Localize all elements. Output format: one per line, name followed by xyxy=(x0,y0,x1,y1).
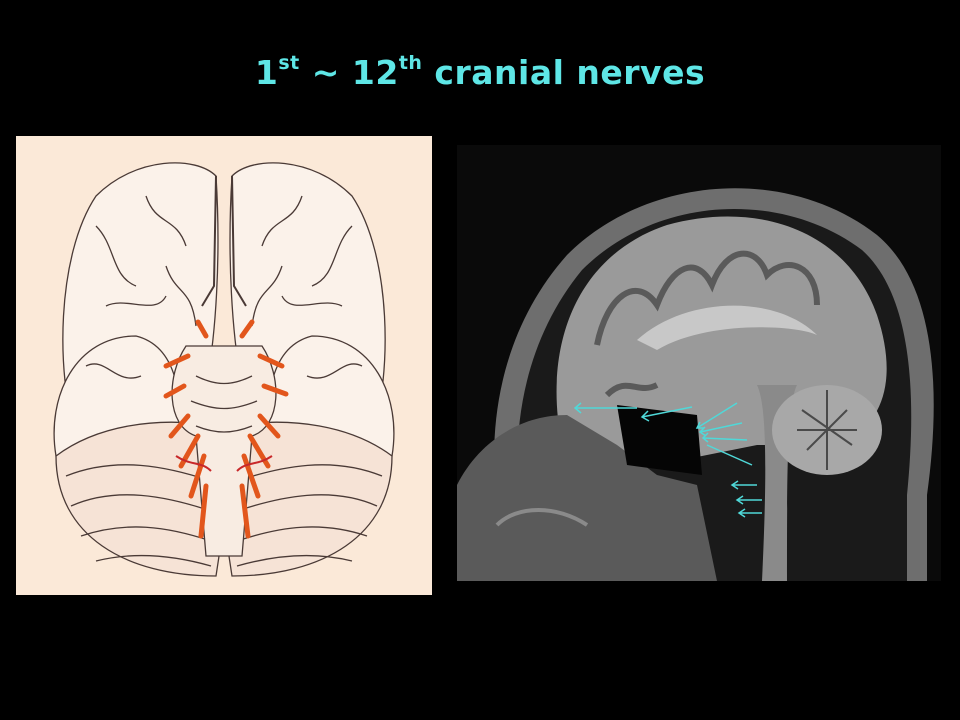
title-mid: ~ 12 xyxy=(299,53,399,92)
brain-base-illustration xyxy=(16,136,432,595)
title-rest: cranial nerves xyxy=(422,53,706,92)
title-n1: 1 xyxy=(254,53,279,92)
slide-title: 1st ~ 12th cranial nerves xyxy=(0,52,960,92)
title-sup-th: th xyxy=(398,52,423,74)
sagittal-mri-image xyxy=(457,145,941,581)
title-sup-st: st xyxy=(278,52,300,74)
